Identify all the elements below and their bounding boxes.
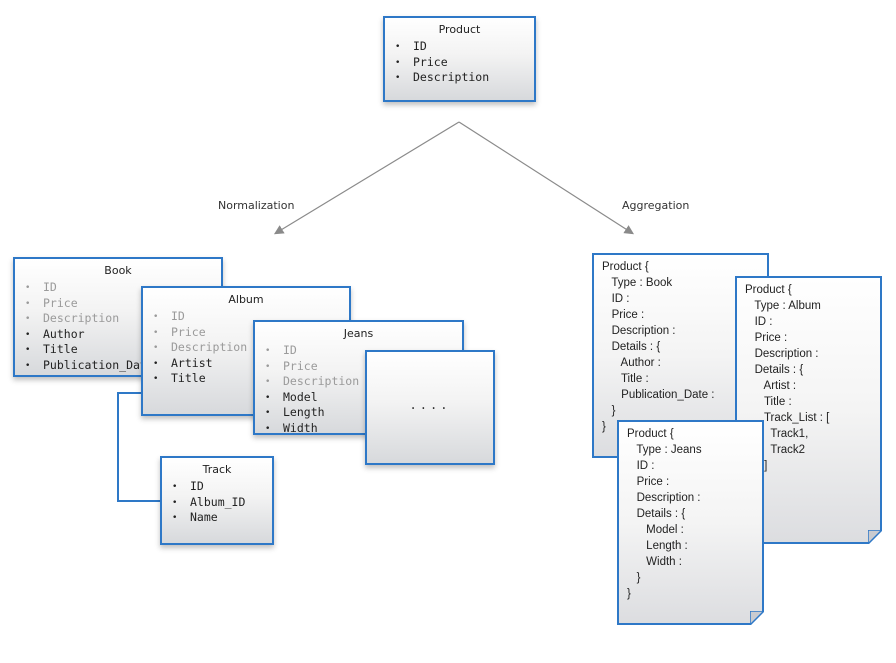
aggregation-label: Aggregation <box>622 199 690 212</box>
product-field: Description <box>395 70 534 86</box>
product-entity[interactable]: Product ID Price Description <box>383 16 536 102</box>
book-field: ID <box>25 280 221 296</box>
album-field: Title <box>153 371 349 387</box>
jeans-document-fold <box>750 611 764 625</box>
book-field-list: ID Price Description Author Title Public… <box>15 280 221 373</box>
more-entities-placeholder[interactable]: .... <box>365 350 495 465</box>
jeans-entity[interactable]: Jeans ID Price Description Model Length … <box>253 320 464 435</box>
book-field: Publication_Date <box>25 358 221 374</box>
book-title: Book <box>104 264 132 277</box>
ellipsis-text: .... <box>409 398 451 412</box>
aggregation-arrow <box>458 121 635 235</box>
album-field: Description <box>153 340 349 356</box>
jeans-field: Description <box>265 374 462 390</box>
album-document-fold <box>868 530 882 544</box>
book-field: Title <box>25 342 221 358</box>
jeans-field-list: ID Price Description Model Length Width <box>255 343 462 434</box>
product-title: Product <box>438 23 481 36</box>
track-title: Track <box>202 463 232 476</box>
jeans-field: Price <box>265 359 462 375</box>
track-field-list: ID Album_ID Name <box>162 479 272 526</box>
book-field: Price <box>25 296 221 312</box>
book-field: Author <box>25 327 221 343</box>
jeans-field: Width <box>265 421 462 434</box>
track-field: ID <box>172 479 272 495</box>
album-field: Artist <box>153 356 349 372</box>
album-field: Price <box>153 325 349 341</box>
track-field: Name <box>172 510 272 526</box>
jeans-field: Length <box>265 405 462 421</box>
product-field-list: ID Price Description <box>385 39 534 86</box>
jeans-field: ID <box>265 343 462 359</box>
jeans-field: Model <box>265 390 462 406</box>
track-entity[interactable]: Track ID Album_ID Name <box>160 456 274 545</box>
album-title: Album <box>228 293 264 306</box>
jeans-title: Jeans <box>343 327 374 340</box>
normalization-arrow <box>273 121 460 235</box>
normalization-label: Normalization <box>218 199 295 212</box>
jeans-document[interactable]: Product { Type : Jeans ID : Price : Desc… <box>617 420 764 625</box>
product-field: ID <box>395 39 534 55</box>
book-field: Description <box>25 311 221 327</box>
album-field-list: ID Price Description Artist Title <box>143 309 349 387</box>
product-field: Price <box>395 55 534 71</box>
track-field: Album_ID <box>172 495 272 511</box>
album-field: ID <box>153 309 349 325</box>
album-track-connector <box>117 392 161 502</box>
